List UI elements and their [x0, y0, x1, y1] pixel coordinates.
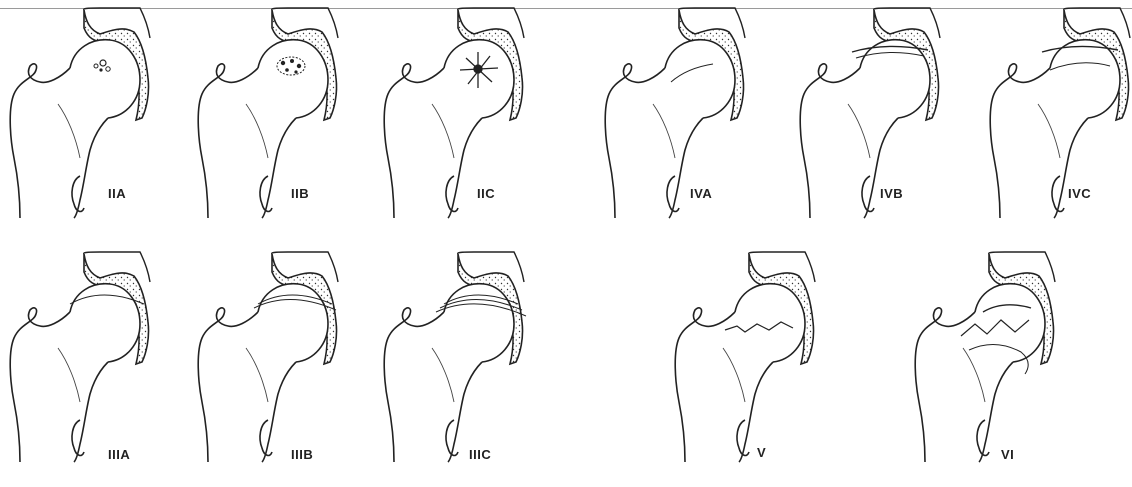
hip-joint-drawing-IIC	[374, 8, 574, 243]
panel-IIIA: IIIA	[0, 252, 200, 487]
panel-IIB: IIB	[188, 8, 388, 243]
stage-label-IIB: IIB	[291, 186, 309, 201]
stage-label-IIIC: IIIC	[469, 447, 491, 462]
stage-label-IIIB: IIIB	[291, 447, 313, 462]
hip-joint-drawing-IVA	[595, 8, 795, 243]
panel-V: V	[665, 252, 865, 487]
hip-joint-drawing-IIA	[0, 8, 200, 243]
panel-VI: VI	[905, 252, 1105, 487]
panel-IVC: IVC	[980, 8, 1132, 243]
panel-IVB: IVB	[790, 8, 990, 243]
panel-IIIB: IIIB	[188, 252, 388, 487]
hip-joint-drawing-IVB	[790, 8, 990, 243]
stage-label-IVB: IVB	[880, 186, 903, 201]
panel-IIIC: IIIC	[374, 252, 574, 487]
stage-label-IVC: IVC	[1068, 186, 1091, 201]
hip-joint-drawing-IIIA	[0, 252, 200, 487]
stage-label-IVA: IVA	[690, 186, 712, 201]
panel-IIC: IIC	[374, 8, 574, 243]
panel-IIA: IIA	[0, 8, 200, 243]
stage-label-VI: VI	[1001, 447, 1014, 462]
stage-label-IIA: IIA	[108, 186, 126, 201]
hip-joint-drawing-IIB	[188, 8, 388, 243]
panel-IVA: IVA	[595, 8, 795, 243]
hip-joint-drawing-IIIB	[188, 252, 388, 487]
hip-joint-drawing-IVC	[980, 8, 1132, 243]
stage-label-IIC: IIC	[477, 186, 495, 201]
stage-label-IIIA: IIIA	[108, 447, 130, 462]
stage-label-V: V	[757, 445, 766, 460]
